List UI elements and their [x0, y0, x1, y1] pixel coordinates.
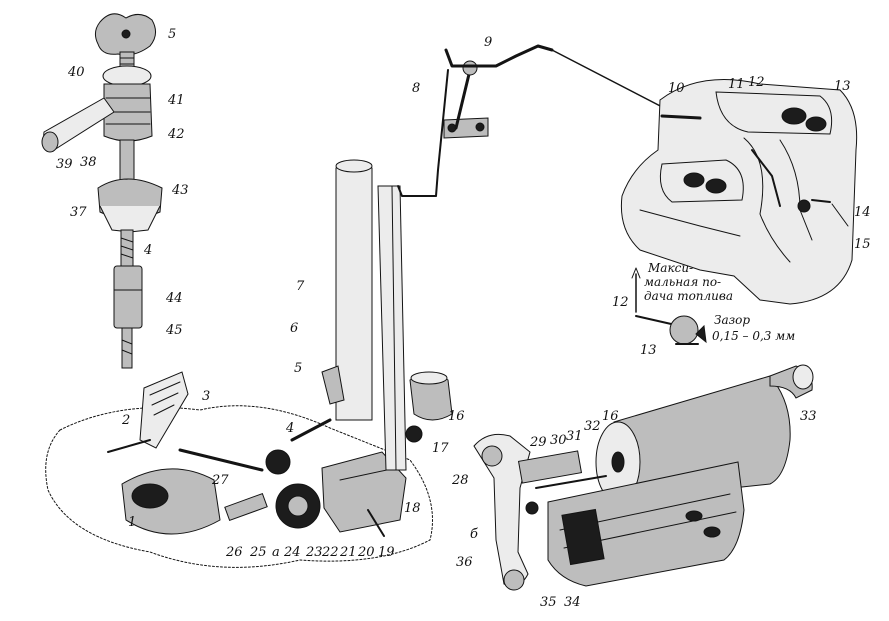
label-27: 27 — [211, 473, 229, 488]
label-b: б — [470, 527, 478, 542]
label-18: 18 — [404, 501, 421, 516]
label-36: 36 — [456, 555, 473, 570]
throttle-rod-linkage — [397, 44, 669, 197]
fuel-stop-inset — [631, 267, 707, 345]
label-38: 38 — [80, 155, 97, 170]
max-fuel-line-3: дача топлива — [644, 289, 733, 303]
adjuster-rod-assembly — [41, 13, 163, 369]
pedal-linkage-assembly — [45, 159, 453, 568]
label-33: 33 — [800, 409, 817, 424]
label-40: 40 — [67, 65, 85, 80]
max-fuel-line-1: Макси- — [647, 261, 693, 275]
callout-labels: 5 40 41 42 39 38 43 37 4 44 45 9 8 7 6 5… — [56, 27, 871, 610]
label-11: 11 — [728, 77, 745, 92]
label-30: 30 — [550, 433, 567, 448]
label-13-inset: 13 — [640, 343, 657, 358]
label-21: 21 — [339, 545, 357, 560]
label-45: 45 — [165, 323, 183, 338]
cylinder-unit-assembly — [473, 364, 814, 591]
label-42: 42 — [167, 127, 185, 142]
label-16: 16 — [448, 409, 465, 424]
label-31: 31 — [566, 429, 583, 444]
label-37: 37 — [70, 205, 87, 220]
label-2: 2 — [121, 413, 130, 428]
label-12-inset: 12 — [612, 295, 629, 310]
label-44: 44 — [165, 291, 183, 306]
label-43: 43 — [171, 183, 189, 198]
label-35: 35 — [540, 595, 557, 610]
label-6: 6 — [290, 321, 298, 336]
label-4: 4 — [285, 421, 294, 436]
label-7: 7 — [296, 279, 305, 294]
inset-notes: Макси- мальная по- дача топлива Зазор 0,… — [644, 261, 795, 343]
label-32: 32 — [584, 419, 601, 434]
max-fuel-line-2: мальная по- — [644, 275, 721, 289]
label-1: 1 — [128, 515, 136, 530]
engine-block — [620, 79, 858, 305]
label-25: 25 — [249, 545, 267, 560]
label-24: 24 — [283, 545, 301, 560]
label-3: 3 — [202, 389, 210, 404]
label-16-right: 16 — [602, 409, 619, 424]
label-19: 19 — [378, 545, 395, 560]
gap-label: Зазор — [714, 313, 750, 327]
label-9: 9 — [484, 35, 492, 50]
label-14: 14 — [854, 205, 871, 220]
label-8: 8 — [412, 81, 420, 96]
label-41: 41 — [167, 93, 185, 108]
gap-value: 0,15 – 0,3 мм — [712, 329, 795, 343]
label-4-top: 4 — [143, 243, 152, 258]
label-15: 15 — [854, 237, 871, 252]
label-13: 13 — [834, 79, 851, 94]
label-23: 23 — [305, 545, 323, 560]
label-10: 10 — [668, 81, 685, 96]
label-28: 28 — [451, 473, 469, 488]
label-5-top: 5 — [168, 27, 176, 42]
label-a: а — [272, 545, 280, 560]
label-12: 12 — [748, 75, 765, 90]
label-20: 20 — [357, 545, 375, 560]
label-5: 5 — [294, 361, 302, 376]
label-17: 17 — [432, 441, 449, 456]
label-39: 39 — [56, 157, 73, 172]
label-29: 29 — [529, 435, 547, 450]
label-22: 22 — [321, 545, 339, 560]
label-34: 34 — [564, 595, 581, 610]
label-26: 26 — [225, 545, 243, 560]
